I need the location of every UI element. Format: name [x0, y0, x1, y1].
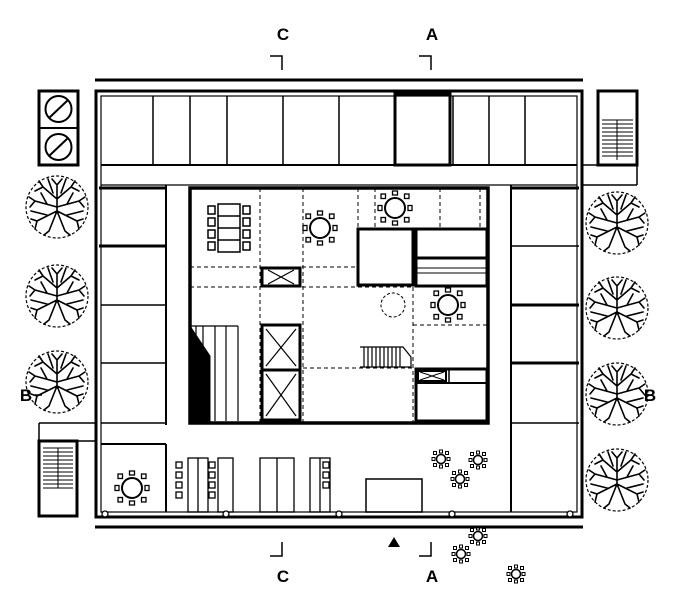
- section-label-b-left: B: [20, 386, 32, 405]
- exhaust-fan-icon: [37, 89, 80, 167]
- central-hall: [188, 186, 490, 425]
- service-blocks: [356, 227, 489, 423]
- shaft-boxes: [260, 266, 447, 422]
- north-rooms: [101, 92, 577, 186]
- section-label-a-top: A: [426, 25, 438, 44]
- stair-icon: [582, 89, 639, 186]
- section-label-a-bottom: A: [426, 567, 438, 586]
- site-boundary-lines: [95, 78, 583, 529]
- section-markers: [35, 55, 650, 557]
- west-rooms: [99, 185, 167, 512]
- east-rooms: [510, 185, 579, 512]
- column-dots: [101, 510, 574, 518]
- column-circle: [380, 292, 406, 318]
- south-fixtures: [175, 457, 423, 513]
- stair-icon: [189, 324, 239, 422]
- mezzanine-stair: [360, 346, 412, 368]
- conference-table: [207, 203, 251, 253]
- section-label-c-top: C: [277, 25, 289, 44]
- stair-icon: [37, 422, 96, 518]
- entrance-arrow-icon: [388, 537, 400, 547]
- section-label-c-bottom: C: [277, 567, 289, 586]
- section-label-b-right: B: [644, 386, 656, 405]
